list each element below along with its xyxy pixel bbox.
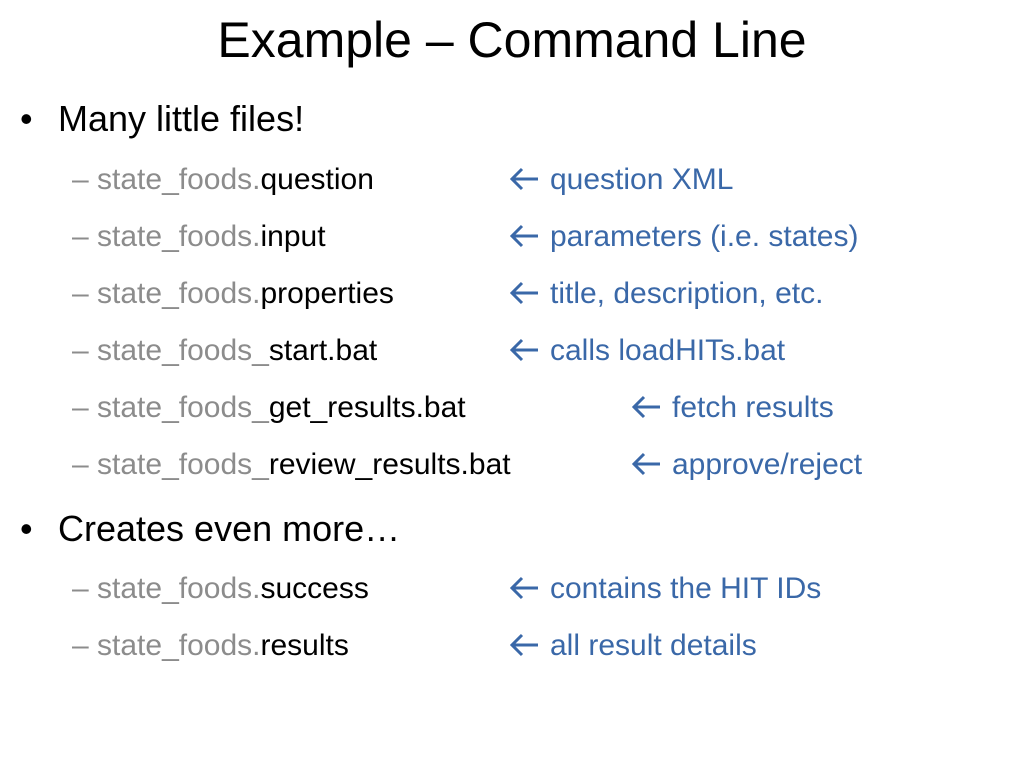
file-suffix: input	[260, 220, 326, 253]
note-review-results-bat: approve/reject	[630, 446, 862, 484]
note-text: all result details	[550, 629, 757, 662]
sub-dash: –	[72, 277, 89, 310]
sub-item-review-results-bat: – state_foods_review_results.bat	[72, 446, 511, 484]
left-arrow-icon	[509, 339, 538, 362]
sub-item-results: – state_foods.results	[72, 627, 349, 665]
note-input: parameters (i.e. states)	[508, 218, 858, 256]
sub-item-properties: – state_foods.properties	[72, 275, 394, 313]
note-start-bat: calls loadHITs.bat	[508, 332, 785, 370]
left-arrow-icon	[509, 634, 538, 657]
sub-dash: –	[72, 629, 89, 662]
note-success: contains the HIT IDs	[508, 570, 821, 608]
file-suffix: properties	[260, 277, 394, 310]
file-suffix: results	[260, 629, 349, 662]
note-question: question XML	[508, 161, 733, 199]
slide-title: Example – Command Line	[217, 12, 807, 68]
file-suffix: get_results.bat	[268, 391, 466, 424]
sub-item-input: – state_foods.input	[72, 218, 326, 256]
file-suffix: review_results.bat	[268, 448, 511, 481]
file-prefix: state_foods_	[97, 391, 269, 424]
bullet-dot: •	[20, 508, 33, 549]
sub-item-question: – state_foods.question	[72, 161, 374, 199]
note-properties: title, description, etc.	[508, 275, 823, 313]
file-suffix: success	[260, 572, 369, 605]
note-results: all result details	[508, 627, 757, 665]
file-suffix: start.bat	[268, 334, 378, 367]
file-prefix: state_foods.	[97, 220, 261, 253]
note-get-results-bat: fetch results	[630, 389, 834, 427]
file-prefix: state_foods.	[97, 572, 261, 605]
note-text: parameters (i.e. states)	[550, 220, 859, 253]
note-text: calls loadHITs.bat	[550, 334, 786, 367]
file-prefix: state_foods_	[97, 334, 269, 367]
sub-item-get-results-bat: – state_foods_get_results.bat	[72, 389, 466, 427]
sub-item-start-bat: – state_foods_start.bat	[72, 332, 377, 370]
file-prefix: state_foods.	[97, 629, 261, 662]
file-prefix: state_foods_	[97, 448, 269, 481]
sub-item-success: – state_foods.success	[72, 570, 369, 608]
sub-dash: –	[72, 163, 89, 196]
left-arrow-icon	[631, 453, 660, 476]
sub-dash: –	[72, 220, 89, 253]
sub-dash: –	[72, 572, 89, 605]
note-text: question XML	[550, 163, 734, 196]
bullet-creates-even-more: • Creates even more…	[20, 507, 400, 551]
bullet-text: Many little files!	[58, 98, 305, 139]
left-arrow-icon	[509, 225, 538, 248]
left-arrow-icon	[509, 577, 538, 600]
bullet-text: Creates even more…	[58, 508, 401, 549]
note-text: title, description, etc.	[550, 277, 824, 310]
note-text: fetch results	[672, 391, 834, 424]
file-suffix: question	[260, 163, 374, 196]
file-prefix: state_foods.	[97, 277, 261, 310]
bullet-many-little-files: • Many little files!	[20, 97, 304, 141]
left-arrow-icon	[509, 282, 538, 305]
bullet-dot: •	[20, 98, 33, 139]
sub-dash: –	[72, 334, 89, 367]
note-text: approve/reject	[672, 448, 863, 481]
file-prefix: state_foods.	[97, 163, 261, 196]
sub-dash: –	[72, 391, 89, 424]
left-arrow-icon	[631, 396, 660, 419]
note-text: contains the HIT IDs	[550, 572, 822, 605]
left-arrow-icon	[509, 168, 538, 191]
sub-dash: –	[72, 448, 89, 481]
